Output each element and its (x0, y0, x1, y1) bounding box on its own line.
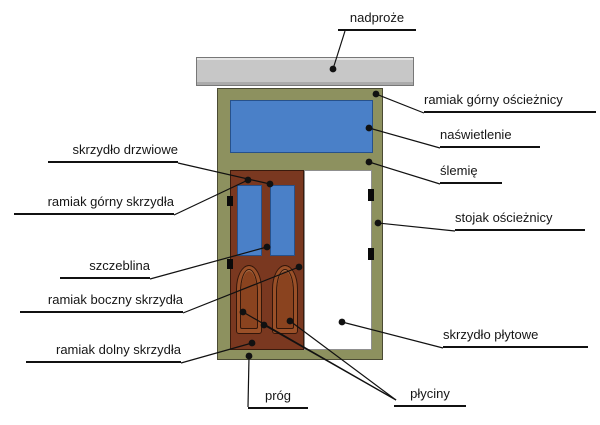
leader-ramiak-gorny-oscieznicy (375, 93, 425, 114)
label-skrzydlo-plytowe: skrzydło płytowe (443, 327, 588, 348)
panel-right-inner (276, 269, 294, 329)
leader-stojak-oscieznicy (377, 222, 456, 232)
hinge-mark-left-top (227, 196, 233, 206)
label-slemie: ślemię (440, 163, 502, 184)
label-nadproze: nadproże (338, 10, 416, 31)
transom-light-glass (230, 100, 373, 153)
label-ramiak-boczny-skrzydla: ramiak boczny skrzydła (20, 292, 183, 313)
label-szczeblina: szczeblina (60, 258, 150, 279)
lintel-block (196, 57, 414, 86)
label-skrzydlo-drzwiowe: skrzydło drzwiowe (48, 142, 178, 163)
door-frame (217, 88, 383, 360)
panel-left (236, 265, 262, 334)
hinge-mark-left-bottom (227, 259, 233, 269)
glass-pane-left (237, 185, 262, 256)
label-plyciny: płyciny (394, 386, 466, 407)
panel-right (272, 265, 298, 334)
glass-pane-right (270, 185, 295, 256)
glazed-door-leaf (230, 170, 304, 350)
label-ramiak-gorny-skrzydla: ramiak górny skrzydła (14, 194, 174, 215)
hinge-mark-right-bottom (368, 248, 374, 260)
label-naswietlenie: naświetlenie (440, 127, 540, 148)
label-ramiak-dolny-skrzydla: ramiak dolny skrzydła (26, 342, 181, 363)
label-ramiak-gorny-oscieznicy: ramiak górny ościeżnicy (424, 92, 596, 113)
label-stojak-oscieznicy: stojak ościeżnicy (455, 210, 585, 231)
hinge-mark-right-top (368, 189, 374, 201)
label-prog: próg (248, 388, 308, 409)
panel-left-inner (240, 269, 258, 329)
flush-panel-door-leaf (304, 170, 372, 350)
